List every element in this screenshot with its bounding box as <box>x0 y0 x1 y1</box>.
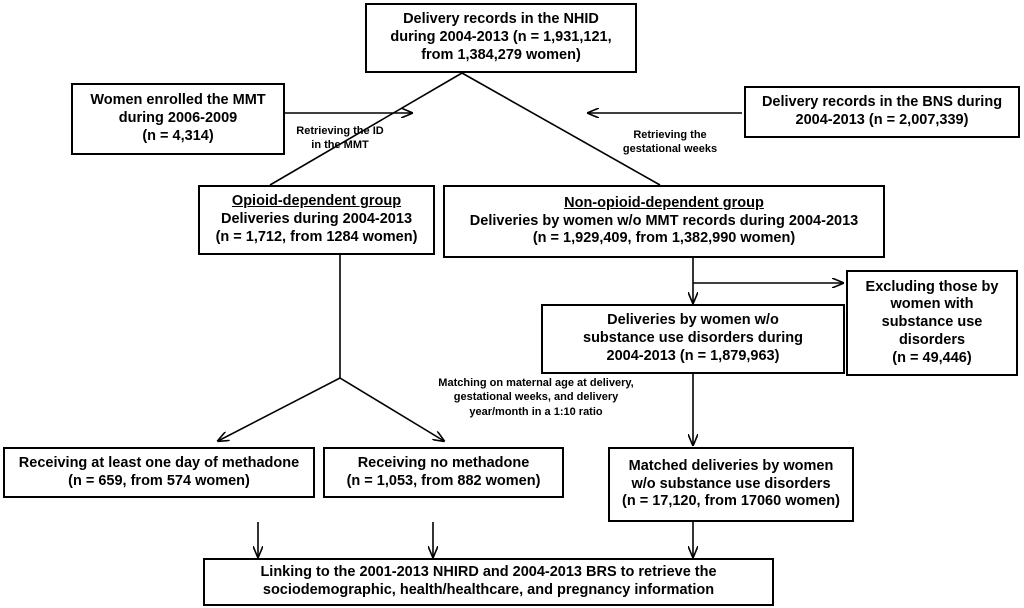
group-title: Non-opioid-dependent group <box>564 194 764 211</box>
no-sud-deliveries-box: Deliveries by women w/o substance use di… <box>541 304 845 374</box>
nhid-to-opioid-line <box>269 72 463 186</box>
note-text: gestational weeks, and delivery <box>453 391 619 404</box>
note-text: Retrieving the <box>633 129 707 141</box>
retrieving-weeks-note: Retrieving the gestational weeks <box>618 128 722 157</box>
methadone-box: Receiving at least one day of methadone … <box>3 447 315 498</box>
group-title: Opioid-dependent group <box>231 193 402 210</box>
box-text: w/o substance use disorders <box>631 475 831 492</box>
box-text: disorders <box>898 331 966 348</box>
box-text: Receiving at least one day of methadone <box>18 454 300 471</box>
box-text: 2004-2013 (n = 1,879,963) <box>606 347 780 364</box>
box-text: Delivery records in the BNS during <box>761 94 1003 111</box>
box-text: women with <box>890 296 974 313</box>
box-text: (n = 1,929,409, from 1,382,990 women) <box>532 230 796 247</box>
nhid-records-box: Delivery records in the NHID during 2004… <box>365 3 637 73</box>
matched-deliveries-box: Matched deliveries by women w/o substanc… <box>608 447 854 522</box>
opioid-to-no-methadone-arrow <box>339 377 444 441</box>
box-text: Deliveries by women w/o <box>607 312 779 329</box>
box-text: substance use disorders during <box>583 330 803 347</box>
opioid-group-box: Opioid-dependent group Deliveries during… <box>198 185 435 255</box>
retrieving-id-note: Retrieving the ID in the MMT <box>288 124 392 153</box>
no-methadone-box: Receiving no methadone (n = 1,053, from … <box>323 447 564 498</box>
box-text: (n = 1,053, from 882 women) <box>346 472 541 489</box>
note-text: Matching on maternal age at delivery, <box>438 377 634 389</box>
mmt-enrollment-box: Women enrolled the MMT during 2006-2009 … <box>71 83 285 155</box>
bns-records-box: Delivery records in the BNS during 2004-… <box>744 86 1020 138</box>
box-text: substance use <box>881 314 983 331</box>
box-text: (n = 49,446) <box>892 349 972 366</box>
box-text: Deliveries during 2004-2013 <box>220 211 413 228</box>
box-text: (n = 659, from 574 women) <box>68 472 250 489</box>
opioid-to-methadone-arrow <box>218 377 341 441</box>
box-text: Deliveries by women w/o MMT records duri… <box>469 212 859 229</box>
box-text: 2004-2013 (n = 2,007,339) <box>795 112 969 128</box>
box-text: sociodemographic, health/healthcare, and… <box>262 582 715 598</box>
box-text: during 2004-2013 (n = 1,931,121, <box>390 29 612 46</box>
box-text: Delivery records in the NHID <box>403 11 599 28</box>
box-text: Matched deliveries by women <box>628 457 834 474</box>
non-opioid-group-box: Non-opioid-dependent group Deliveries by… <box>443 185 885 258</box>
note-text: year/month in a 1:10 ratio <box>469 405 603 418</box>
note-text: Retrieving the ID <box>296 125 384 137</box>
box-text: Excluding those by <box>865 278 999 295</box>
box-text: (n = 4,314) <box>142 127 214 144</box>
excluding-sud-box: Excluding those by women with substance … <box>846 270 1018 376</box>
box-text: during 2006-2009 <box>118 110 238 127</box>
box-text: (n = 1,712, from 1284 women) <box>215 228 418 245</box>
linking-box: Linking to the 2001-2013 NHIRD and 2004-… <box>203 558 774 606</box>
matching-note: Matching on maternal age at delivery, ge… <box>404 376 668 419</box>
note-text: gestational weeks <box>622 143 718 156</box>
note-text: in the MMT <box>311 139 369 152</box>
box-text: Linking to the 2001-2013 NHIRD and 2004-… <box>260 564 717 581</box>
box-text: Receiving no methadone <box>357 454 530 471</box>
box-text: Women enrolled the MMT <box>90 92 266 109</box>
box-text: (n = 17,120, from 17060 women) <box>622 493 840 510</box>
box-text: from 1,384,279 women) <box>421 46 581 63</box>
nhid-to-non-opioid-line <box>461 72 661 186</box>
